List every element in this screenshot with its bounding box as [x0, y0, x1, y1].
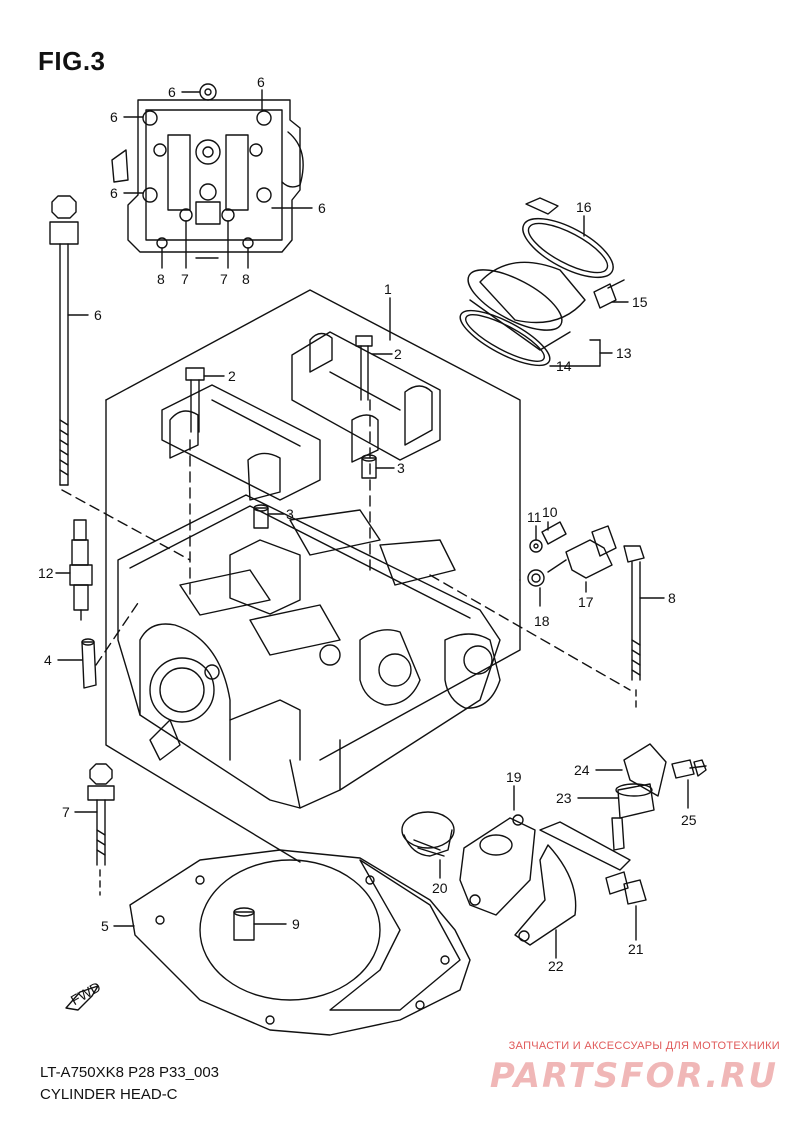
holder-bolt-lower — [185, 367, 205, 433]
cylinder-dowel-pin — [81, 638, 97, 689]
fwd-label: FWD — [68, 978, 104, 1008]
fitting-bolt — [671, 759, 707, 779]
camshaft-holder-upper — [291, 331, 441, 463]
callout-18: 18 — [534, 613, 550, 629]
callout-15: 15 — [632, 294, 648, 310]
callout-8: 8 — [157, 271, 165, 287]
callout-6: 6 — [257, 74, 265, 90]
gasket-dowel-pin — [233, 907, 255, 941]
pipe-bolt — [605, 871, 647, 905]
callout-4: 4 — [44, 652, 52, 668]
callout-6: 6 — [94, 307, 102, 323]
camshaft-holder-lower — [161, 384, 321, 501]
figure-title: FIG.3 — [38, 46, 106, 76]
callout-16: 16 — [576, 199, 592, 215]
thermostat — [401, 811, 455, 857]
callout-20: 20 — [432, 880, 448, 896]
cylinder-head-body — [117, 494, 501, 809]
callout-23: 23 — [556, 790, 572, 806]
callout-7: 7 — [220, 271, 228, 287]
callout-7: 7 — [62, 804, 70, 820]
callout-11: 11 — [527, 509, 542, 525]
short-head-bolt — [87, 763, 115, 866]
callout-19: 19 — [506, 769, 522, 785]
callout-6: 6 — [168, 84, 176, 100]
callout-3: 3 — [397, 460, 405, 476]
diagram-code: LT-A750XK8 P28 P33_003 — [40, 1064, 220, 1081]
callout-10: 10 — [542, 504, 558, 520]
callout-7: 7 — [181, 271, 189, 287]
callout-2: 2 — [394, 346, 402, 362]
callout-6: 6 — [318, 200, 326, 216]
callout-12: 12 — [38, 565, 54, 581]
long-head-bolt — [49, 195, 79, 486]
intake-clamp-bolt — [593, 279, 625, 309]
callout-6: 6 — [110, 109, 118, 125]
callout-13: 13 — [616, 345, 632, 361]
callout-21: 21 — [628, 941, 644, 957]
cylinder-head-gasket — [129, 849, 471, 1036]
callout-5: 5 — [101, 918, 109, 934]
thermostat-cover — [459, 814, 536, 916]
cylinder-head-top-view — [111, 83, 304, 259]
callout-8: 8 — [242, 271, 250, 287]
callout-24: 24 — [574, 762, 590, 778]
callout-25: 25 — [681, 812, 697, 828]
fwd-arrow-icon — [65, 985, 99, 1011]
callout-22: 22 — [548, 958, 564, 974]
intake-pipe-assembly — [459, 197, 614, 367]
camshaft-housing-outline — [105, 289, 521, 863]
callout-6: 6 — [110, 185, 118, 201]
holder-bolt-upper — [355, 335, 373, 401]
callout-14: 14 — [556, 358, 572, 374]
diagram-name: CYLINDER HEAD-C — [40, 1086, 178, 1103]
callout-8: 8 — [668, 590, 676, 606]
long-side-bolt — [623, 545, 645, 681]
callout-9: 9 — [292, 916, 300, 932]
hose-fitting — [611, 743, 667, 851]
water-pipe — [514, 821, 631, 946]
watermark-logo: PARTSFOR.RU — [489, 1056, 778, 1096]
callout-1: 1 — [384, 281, 392, 297]
temperature-sensor-parts — [527, 521, 617, 587]
watermark-subtitle: ЗАПЧАСТИ И АКСЕССУАРЫ ДЛЯ МОТОТЕХНИКИ — [508, 1040, 780, 1052]
callout-17: 17 — [578, 594, 594, 610]
spark-plug — [69, 519, 93, 621]
callout-3: 3 — [286, 506, 294, 522]
dowel-pin-upper — [361, 454, 377, 479]
callout-2: 2 — [228, 368, 236, 384]
